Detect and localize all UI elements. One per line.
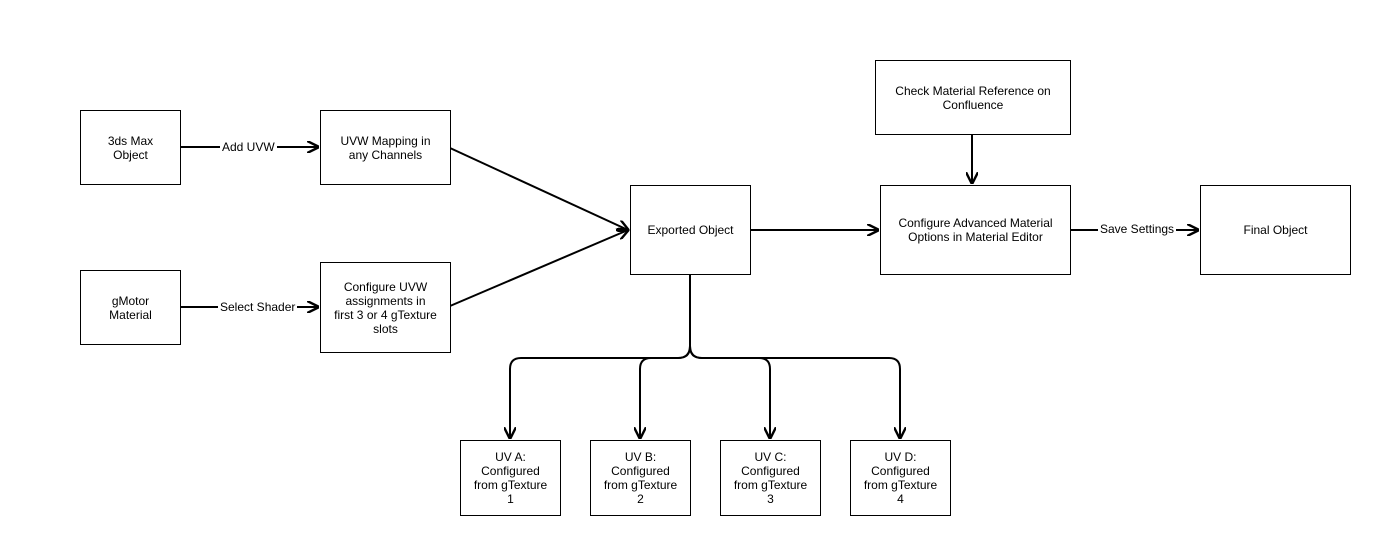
node-gmotor-material: gMotor Material <box>80 270 181 345</box>
arrow-exported-to-uv-d <box>689 275 900 438</box>
arrow-exported-to-uv-b <box>640 275 691 438</box>
node-configure-advanced-material: Configure Advanced Material Options in M… <box>880 185 1071 275</box>
arrow-exported-to-uv-a <box>510 275 691 438</box>
arrow-configure-to-exported <box>449 230 628 307</box>
node-final-object: Final Object <box>1200 185 1351 275</box>
edge-label-save-settings: Save Settings <box>1098 222 1177 236</box>
arrow-uvw-to-exported <box>449 147 628 230</box>
node-uv-c: UV C: Configured from gTexture 3 <box>720 440 821 516</box>
arrow-exported-to-uv-c <box>689 275 770 438</box>
edge-label-select-shader: Select Shader <box>218 300 298 314</box>
node-uv-b: UV B: Configured from gTexture 2 <box>590 440 691 516</box>
node-uvw-mapping: UVW Mapping in any Channels <box>320 110 451 185</box>
edge-label-add-uvw: Add UVW <box>220 140 277 154</box>
node-check-material-reference: Check Material Reference on Confluence <box>875 60 1071 135</box>
node-configure-uvw: Configure UVW assignments in first 3 or … <box>320 262 451 353</box>
node-3ds-max-object: 3ds Max Object <box>80 110 181 185</box>
node-uv-a: UV A: Configured from gTexture 1 <box>460 440 561 516</box>
node-uv-d: UV D: Configured from gTexture 4 <box>850 440 951 516</box>
node-exported-object: Exported Object <box>630 185 751 275</box>
